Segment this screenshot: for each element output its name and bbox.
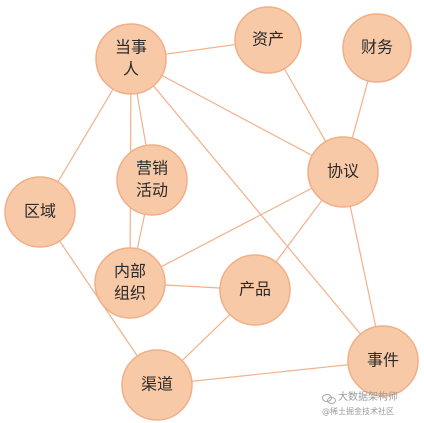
node-circle-finance [342,13,412,83]
node-party: 当事人 [95,23,167,95]
node-finance: 财务 [342,13,412,83]
node-label-agreement-line-1: 协议 [327,162,359,181]
edge-channel-to-event [156,360,384,386]
node-assets: 资产 [234,6,302,74]
node-label-party-line-2: 人 [123,60,139,79]
node-label-assets-line-1: 资产 [252,30,284,49]
node-product: 产品 [219,254,291,326]
edge-party-to-agreement [130,58,344,173]
node-circle-region [4,176,76,248]
node-label-region-line-1: 区域 [24,202,56,221]
node-label-finance-line-1: 财务 [361,38,393,57]
watermark-source: @稀土掘金技术社区 [322,407,394,416]
node-region: 区域 [4,176,76,248]
watermark: 大数据架构师 @稀土掘金技术社区 [322,392,424,422]
wechat-icon [322,393,336,404]
node-label-internal-org-line-2: 组织 [114,284,146,303]
edges-layer [39,39,384,386]
edge-agreement-to-internal-org [129,171,344,284]
node-circle-marketing [116,144,188,216]
node-circle-event [347,325,419,397]
node-circle-channel [121,349,193,421]
node-label-product-line-1: 产品 [239,280,271,299]
node-label-party-line-1: 当事 [115,38,147,57]
node-circle-assets [234,6,302,74]
node-channel: 渠道 [121,349,193,421]
node-circle-internal-org [94,247,166,319]
node-circle-product [219,254,291,326]
node-circle-agreement [307,136,379,208]
edge-party-to-event [130,58,384,362]
node-label-channel-line-1: 渠道 [141,375,173,394]
node-circle-party [95,23,167,95]
node-label-internal-org-line-1: 内部 [114,262,146,281]
node-label-event-line-1: 事件 [367,351,399,370]
watermark-title: 大数据架构师 [338,392,398,403]
node-agreement: 协议 [307,136,379,208]
node-label-marketing-line-2: 活动 [136,181,168,200]
watermark-top-row: 大数据架构师 [322,392,424,404]
node-label-marketing-line-1: 营销 [136,159,168,178]
node-event: 事件 [347,325,419,397]
